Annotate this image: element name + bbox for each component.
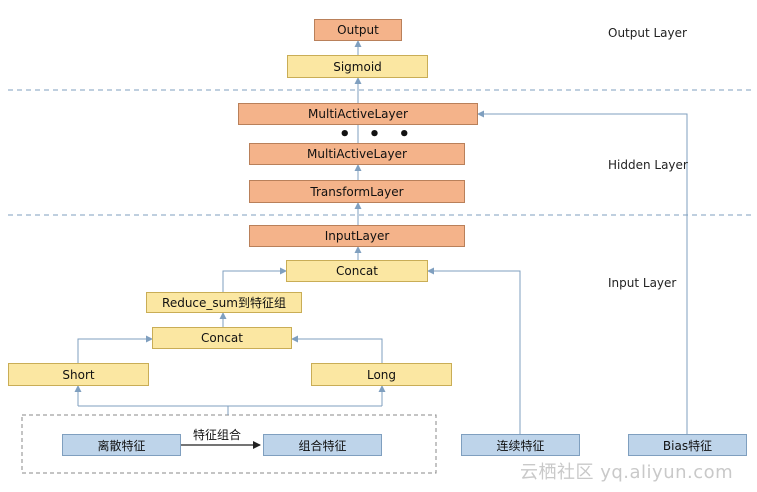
long-node: Long [311, 363, 452, 386]
output-node: Output [314, 19, 402, 41]
multiactive-layer-top-node: MultiActiveLayer [238, 103, 478, 125]
edge-continuous-concattop [427, 267, 521, 434]
hidden-layer-label: Hidden Layer [608, 158, 688, 172]
edge-long-concatmid [291, 335, 383, 363]
concat-top-node: Concat [286, 260, 428, 282]
sigmoid-node: Sigmoid [287, 55, 428, 78]
input-layer-label: Input Layer [608, 276, 677, 290]
site-watermark: 云栖社区 yq.aliyun.com [520, 462, 734, 483]
short-node: Short [8, 363, 149, 386]
edge-short-concatmid [77, 335, 153, 363]
discrete-feature-node: 离散特征 [62, 434, 181, 456]
transform-layer-node: TransformLayer [249, 180, 465, 203]
concat-mid-node: Concat [152, 327, 292, 349]
ellipsis-marker: • • • [339, 124, 417, 145]
feature-combination-label: 特征组合 [193, 428, 242, 442]
feature-group-box [21, 414, 437, 474]
edge-bias-multitop [477, 110, 688, 434]
combined-feature-node: 组合特征 [263, 434, 382, 456]
output-layer-label: Output Layer [608, 26, 687, 40]
edge-reduce-concattop [222, 267, 287, 292]
bias-feature-node: Bias特征 [628, 434, 747, 456]
input-layer-node: InputLayer [249, 225, 465, 247]
continuous-feature-node: 连续特征 [461, 434, 580, 456]
reduce-sum-node: Reduce_sum到特征组 [146, 292, 302, 313]
multiactive-layer-bottom-node: MultiActiveLayer [249, 143, 465, 165]
